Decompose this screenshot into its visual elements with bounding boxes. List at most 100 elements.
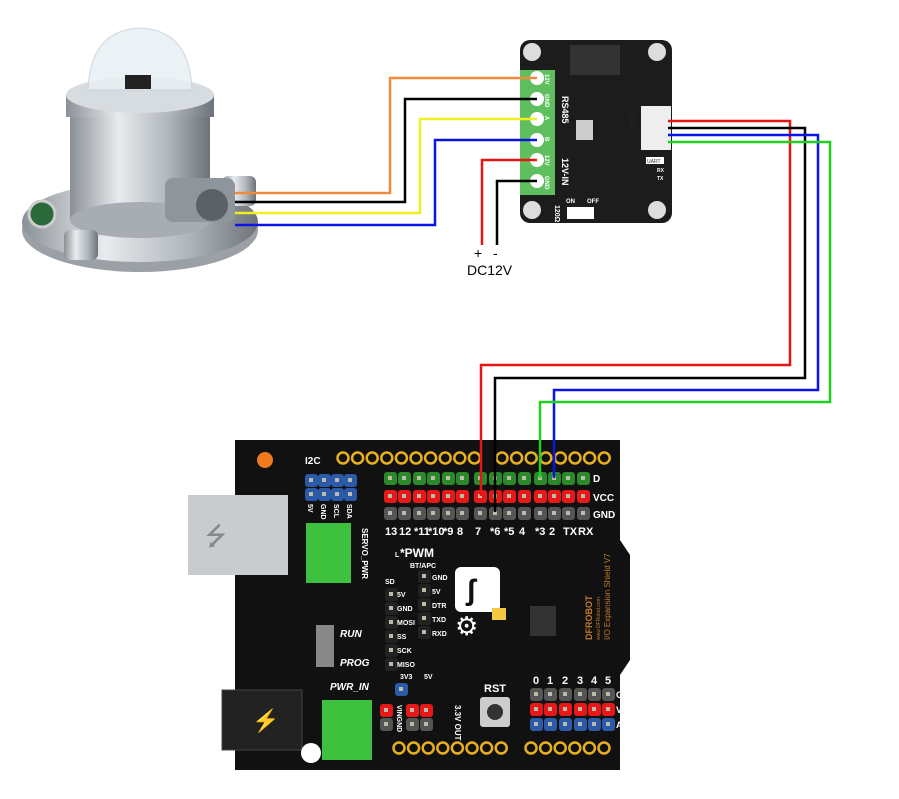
header-socket[interactable] [465, 741, 479, 755]
header-socket[interactable] [597, 451, 611, 465]
resistor-label: 120Ω [553, 205, 560, 223]
header-socket[interactable] [582, 451, 597, 465]
header-socket[interactable] [436, 741, 450, 755]
digital-pin-label: *5 [504, 526, 514, 538]
sd-pin-label: SCK [397, 648, 412, 655]
header-socket[interactable] [524, 741, 538, 755]
pin-hole [402, 511, 406, 515]
pin-hole [566, 476, 570, 480]
digital-pin-label: RX [578, 526, 594, 538]
wire-black-sensor [235, 97, 537, 204]
rs485-label: RS485 [560, 96, 570, 124]
header-socket[interactable] [423, 451, 438, 465]
5v-label: 5V [424, 674, 433, 681]
reset-led [257, 452, 273, 468]
analog-row-label: A [616, 720, 623, 730]
bt-pin-label: GND [432, 575, 448, 582]
pin-hole [322, 492, 326, 496]
pin-hole [493, 511, 497, 515]
header-socket[interactable] [438, 451, 452, 465]
pin-hole [388, 494, 392, 498]
bt-pin-label: TXD [432, 617, 446, 624]
pin-hole [534, 722, 538, 726]
header-socket[interactable] [392, 741, 406, 755]
rx-label: RX [657, 168, 665, 174]
pwr-in-label: PWR_IN [330, 682, 370, 693]
row-label: D [593, 474, 600, 485]
header-socket[interactable] [568, 741, 582, 755]
pin-hole [309, 492, 313, 496]
header-socket[interactable] [421, 741, 435, 755]
rs485-converter-board: RS485 12V-IN 12V GND A B 12V GND Gravity… [520, 40, 672, 223]
lightning-icon: ⚡ [252, 708, 279, 734]
termination-switch[interactable] [567, 207, 594, 219]
header-socket[interactable] [553, 451, 568, 465]
pin-hole [522, 476, 526, 480]
header-socket[interactable] [494, 741, 508, 755]
pin-hole [424, 722, 428, 726]
power-minus: - [493, 245, 498, 261]
pin-hole [592, 707, 596, 711]
pin-hole [581, 476, 585, 480]
header-socket[interactable] [409, 451, 423, 465]
pin-hole [389, 662, 393, 666]
digital-pin-label: 12 [399, 526, 411, 538]
header-socket[interactable] [539, 451, 553, 465]
row-label: GND [593, 510, 615, 521]
pin-hole [578, 707, 582, 711]
i2c-pin-label: SCL [332, 504, 339, 519]
header-socket[interactable] [453, 451, 467, 465]
header-socket[interactable] [538, 741, 553, 755]
header-socket[interactable] [467, 451, 482, 465]
header-socket[interactable] [524, 451, 538, 465]
pin-hole [566, 511, 570, 515]
header-socket[interactable] [365, 451, 379, 465]
digital-pin-label: 8 [457, 526, 463, 538]
header-socket[interactable] [509, 451, 524, 465]
pin-hole [581, 494, 585, 498]
switch-off-label: OFF [587, 199, 599, 205]
pin-hole [507, 494, 511, 498]
header-socket[interactable] [582, 741, 597, 755]
run-label: RUN [340, 629, 362, 640]
pin-hole [460, 476, 464, 480]
shield-title: I/O Expansion Shield V7 [603, 553, 612, 640]
header-socket[interactable] [553, 741, 567, 755]
header-socket[interactable] [568, 451, 582, 465]
bt-pin-label: RXD [432, 631, 447, 638]
header-socket[interactable] [597, 741, 611, 755]
pin-hole [522, 511, 526, 515]
sd-pin-label: SS [397, 634, 407, 641]
pin-hole [548, 722, 552, 726]
power-plus: + [474, 245, 482, 261]
wire-black-shield [493, 126, 807, 512]
pin-hole [446, 476, 450, 480]
pin-hole [389, 620, 393, 624]
header-socket[interactable] [350, 451, 365, 465]
pin-hole [402, 494, 406, 498]
pin-hole [592, 722, 596, 726]
wire-yellow [235, 117, 537, 215]
pin-hole [606, 692, 610, 696]
logo-glyph: ʃ [465, 574, 478, 607]
header-socket[interactable] [479, 741, 494, 755]
sd-pin-label: MISO [397, 662, 415, 669]
digital-pin-label: 4 [519, 526, 526, 538]
analog-pin-label: 3 [577, 675, 583, 687]
pin-hole [538, 494, 542, 498]
pin-hole [417, 494, 421, 498]
analog-pin-label: 2 [562, 675, 568, 687]
header-socket[interactable] [394, 451, 409, 465]
pin-hole [563, 692, 567, 696]
header-socket[interactable] [495, 451, 509, 465]
header-socket[interactable] [380, 451, 394, 465]
digital-pin-label: *10 [428, 526, 445, 538]
wire-black-power [495, 179, 537, 245]
terminal-label: 12V [543, 74, 549, 85]
terminal-label: GND [543, 176, 549, 190]
header-socket[interactable] [406, 741, 421, 755]
run-prog-switch[interactable] [316, 625, 334, 667]
header-socket[interactable] [336, 451, 350, 465]
header-socket[interactable] [450, 741, 465, 755]
12v-in-label: 12V-IN [560, 158, 570, 186]
